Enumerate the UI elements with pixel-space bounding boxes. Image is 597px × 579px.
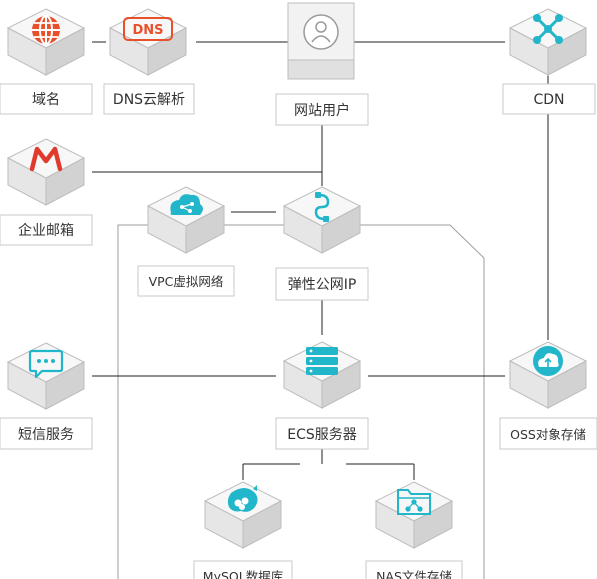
svg-text:DNS: DNS [132, 23, 163, 38]
dolphin-icon [227, 485, 258, 512]
node-label-vpc: VPC虚拟网络 [149, 274, 224, 289]
connector-lines [92, 41, 549, 480]
node-label-domain: 域名 [32, 92, 60, 108]
chat-bubble-icon [28, 349, 64, 379]
node-dns[interactable]: DNS DNS云解析 [103, 8, 195, 115]
cloud-upload-icon [533, 346, 563, 376]
node-label-ecs: ECS服务器 [287, 427, 357, 443]
node-vpc[interactable]: VPC虚拟网络 [137, 186, 235, 297]
node-eip[interactable]: 弹性公网IP [275, 186, 369, 301]
node-label-mail: 企业邮箱 [18, 222, 74, 239]
node-label-user: 网站用户 [294, 102, 350, 119]
node-domain[interactable]: 域名 [0, 8, 93, 115]
globe-icon [32, 15, 60, 45]
node-label-mysql: MySQL数据库 [203, 569, 283, 579]
node-label-cdn: CDN [533, 92, 564, 108]
node-oss[interactable]: OSS对象存储 [499, 341, 597, 450]
node-label-eip: 弹性公网IP [288, 277, 357, 293]
mail-m-icon [29, 146, 63, 172]
node-nas[interactable]: NAS文件存储 [365, 481, 463, 579]
node-mail[interactable]: 企业邮箱 [0, 138, 93, 246]
node-sms[interactable]: 短信服务 [0, 342, 93, 450]
vpc-zone-border [117, 224, 485, 579]
node-label-dns: DNS云解析 [113, 92, 185, 108]
node-label-oss: OSS对象存储 [510, 427, 586, 442]
cdn-network-icon [533, 14, 563, 44]
node-label-nas: NAS文件存储 [376, 569, 452, 579]
node-ecs[interactable]: ECS服务器 [275, 341, 369, 450]
cloud-network-icon [170, 194, 203, 215]
server-icon [306, 347, 338, 375]
folder-share-icon [397, 489, 431, 515]
node-label-sms: 短信服务 [18, 427, 74, 443]
node-cdn[interactable]: CDN [502, 8, 596, 115]
dns-icon: DNS [123, 17, 173, 41]
user-icon [303, 14, 339, 50]
link-plug-icon [314, 192, 330, 222]
node-user[interactable]: 网站用户 [275, 2, 369, 126]
node-mysql[interactable]: MySQL数据库 [193, 481, 293, 579]
